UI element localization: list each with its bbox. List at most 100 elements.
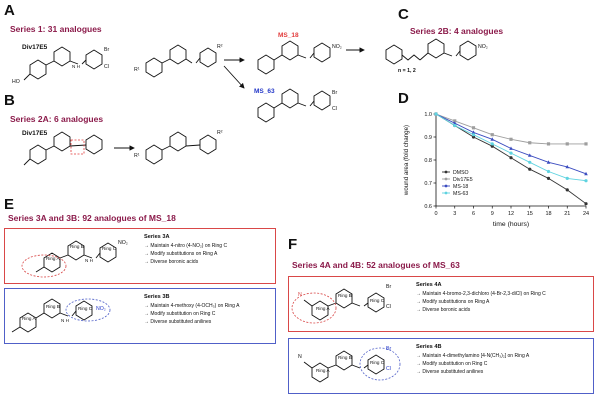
x-tick-label: 18 [545, 211, 551, 217]
n-label-4b: N [298, 354, 302, 360]
series-4a-header: Series 4A [416, 282, 442, 288]
series-3-title: Series 3A and 3B: 92 analogues of MS_18 [8, 213, 176, 223]
data-point-ms-18 [509, 146, 513, 150]
data-point-dmso [471, 135, 476, 139]
cl-label-a: Cl [104, 64, 109, 70]
data-point-ms-63 [434, 112, 438, 116]
data-point-ms-18 [452, 121, 457, 125]
x-tick-label: 21 [564, 211, 570, 217]
x-tick-label: 15 [527, 211, 533, 217]
cl-label-4a: Cl [386, 304, 391, 310]
data-point-dmso [490, 144, 494, 148]
ring-b-label-4b: Ring B [338, 355, 352, 360]
data-point-ms-18 [527, 153, 532, 157]
data-point-dmso [546, 176, 551, 180]
y-tick-label: 0.6 [424, 204, 432, 210]
series-3b-notes: Series 3B Maintain 4-methoxy (4-OCH₃) on… [144, 293, 272, 326]
no2-label-3a: NO₂ [118, 240, 128, 246]
series-2b-title: Series 2B: 4 analogues [410, 26, 504, 36]
br-label-4a: Br [386, 284, 392, 290]
data-point-ms-18 [584, 171, 588, 176]
nh-label-a: N H [72, 64, 80, 69]
series-4-structures [291, 288, 401, 383]
legend-label-ms-18: MS-18 [453, 184, 468, 190]
ring-c-label-3a: Ring C [102, 246, 117, 251]
data-point-div17e5 [453, 119, 457, 123]
y-tick-label: 0.7 [424, 181, 432, 187]
r1-label-b: R¹ [134, 153, 140, 159]
br-label-4b: Br [386, 346, 392, 352]
x-tick-label: 24 [583, 211, 589, 217]
data-point-div17e5 [528, 141, 532, 145]
series-3a-item-2: Modify substitutions on Ring A [144, 250, 272, 258]
panel-letter-d: D [398, 90, 409, 107]
series-4a-box [288, 276, 594, 332]
scheme-structures-top [23, 38, 477, 166]
ring-a-label-3a: Ring A [46, 256, 60, 261]
data-point-ms-63 [528, 160, 532, 164]
data-point-div17e5 [546, 142, 551, 146]
data-point-dmso [584, 202, 588, 206]
series-4b-item-2: Modify substitution on Ring C [416, 360, 592, 368]
series-3a-header: Series 3A [144, 234, 170, 240]
series-3b-box [4, 288, 276, 344]
panel-letter-c: C [398, 6, 409, 23]
series-3b-header: Series 3B [144, 294, 170, 300]
panel-letter-e: E [4, 196, 15, 213]
ms63-label: MS_63 [254, 88, 275, 95]
data-point-ms-63 [509, 151, 513, 155]
ring-c-label-3b: Ring C [78, 306, 93, 311]
series-4a-item-3: Diverse boronic acids [416, 306, 592, 314]
legend-marker-ms-18 [444, 184, 448, 188]
ring-a-label-4a: Ring A [316, 306, 330, 311]
series-2a-title: Series 2A: 6 analogues [10, 114, 104, 124]
panel-letter-f: F [288, 236, 298, 253]
div17e5-label-b: Div17E5 [22, 130, 48, 137]
n-range-label: n = 1, 2 [398, 68, 416, 74]
legend-marker-ms-63 [444, 191, 448, 195]
data-point-ms-63 [546, 169, 551, 174]
data-point-ms-63 [453, 123, 457, 128]
series-3-structures [11, 240, 117, 333]
series-3b-item-3: Diverse substituted anilines [144, 318, 272, 326]
series-4a-notes: Series 4A Maintain 4-bromo-2,3-dichloro … [416, 281, 592, 314]
ring-a-label-4b: Ring A [316, 368, 330, 373]
series-3a-box [4, 228, 276, 284]
series-4-title: Series 4A and 4B: 52 analogues of MS_63 [292, 260, 460, 270]
panel-letter-a: A [4, 2, 15, 19]
data-point-div17e5 [584, 142, 588, 146]
series-4b-notes: Series 4B Maintain 4-dimethylamino [4-N(… [416, 343, 592, 376]
ring-a-label-3b: Ring A [22, 316, 36, 321]
data-point-dmso [509, 156, 513, 160]
y-tick-label: 0.8 [424, 158, 432, 164]
series-4b-item-1: Maintain 4-dimethylamino [4-N(CH₃)₂] on … [416, 352, 592, 360]
x-tick-label: 9 [491, 211, 494, 217]
data-point-ms-18 [471, 130, 476, 134]
data-point-dmso [528, 167, 532, 171]
legend-label-dmso: DMSO [453, 170, 469, 176]
legend-marker-div17e5 [444, 177, 448, 181]
x-tick-label: 6 [472, 211, 475, 217]
ho-label-a: HO [12, 79, 20, 85]
ms18-label: MS_18 [278, 32, 299, 39]
data-point-ms-18 [490, 137, 495, 141]
data-point-ms-63 [471, 133, 476, 137]
ring-c-label-4b: Ring C [370, 360, 385, 365]
ring-c-label-4a: Ring C [370, 298, 385, 303]
no2-label-3b: NO₂ [96, 306, 106, 312]
series-4a-item-2: Modify substitutions on Ring A [416, 298, 592, 306]
ring-b-label-3b: Ring B [46, 304, 60, 309]
data-point-ms-18 [546, 160, 551, 164]
br-label-a: Br [104, 47, 110, 53]
data-point-div17e5 [565, 142, 569, 146]
legend-label-div17e5: Div17E5 [453, 177, 473, 183]
series-3a-item-3: Diverse boronic acids [144, 258, 272, 266]
series-3b-item-2: Modify substitution on Ring C [144, 310, 272, 318]
ring-b-label-3a: Ring B [70, 244, 84, 249]
y-tick-label: 0.9 [424, 135, 432, 141]
data-point-div17e5 [490, 133, 494, 137]
nh-label-3b: N H [61, 318, 69, 323]
no2-label-c: NO₂ [478, 44, 488, 50]
legend-label-ms-63: MS-63 [453, 191, 468, 197]
data-point-ms-63 [584, 179, 588, 183]
